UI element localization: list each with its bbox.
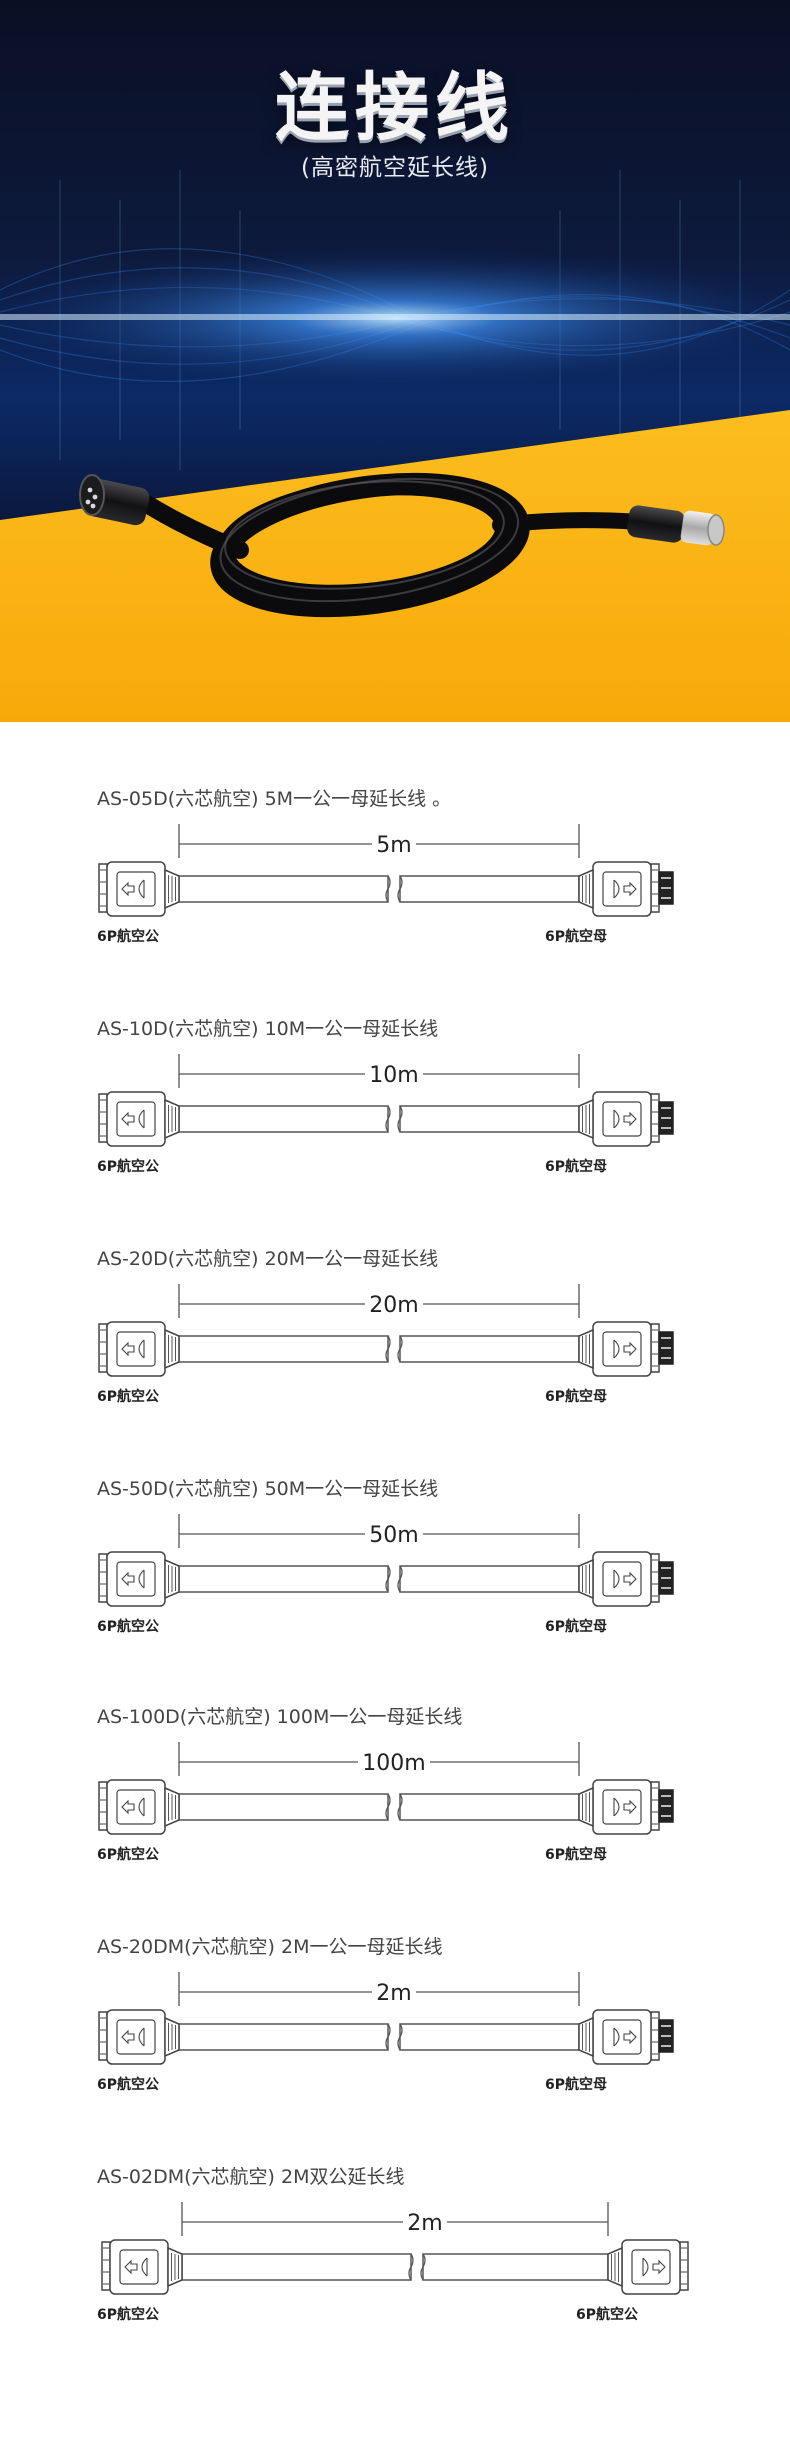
length-label: 2m [407, 2211, 442, 2236]
length-dimension: 20m [178, 1284, 580, 1318]
length-label: 20m [369, 1293, 418, 1318]
product-item: AS-100D(六芯航空) 100M一公一母延长线 100m 6P航空公 6P航… [0, 1702, 790, 1927]
length-dimension: 100m [178, 1742, 580, 1776]
length-label: 2m [376, 1981, 411, 2006]
length-label: 100m [362, 1751, 425, 1776]
left-connector-drawing [98, 1091, 180, 1147]
right-connector-label: 6P航空公 [576, 2307, 639, 2323]
left-connector-label: 6P航空公 [97, 1619, 160, 1635]
cable-diagram: 100m [98, 1742, 674, 1835]
right-connector-label: 6P航空母 [545, 1619, 608, 1635]
hero-background-art [0, 0, 790, 722]
length-label: 50m [369, 1523, 418, 1548]
right-connector-drawing [578, 1091, 674, 1147]
cable-diagram: 50m [98, 1514, 674, 1607]
left-connector-label: 6P航空公 [97, 929, 160, 945]
cable-body [178, 1335, 580, 1363]
right-connector-drawing [578, 1551, 674, 1607]
product-title: AS-100D(六芯航空) 100M一公一母延长线 [97, 1706, 463, 1728]
right-connector-label: 6P航空母 [545, 1847, 608, 1863]
cable-diagram: 5m [98, 824, 674, 917]
right-connector-label: 6P航空母 [545, 1389, 608, 1405]
length-dimension: 2m [181, 2202, 609, 2236]
product-item: AS-50D(六芯航空) 50M一公一母延长线 50m 6P航空公 6P航空母 [0, 1474, 790, 1699]
cable-diagram: 10m [98, 1054, 674, 1147]
right-connector-label: 6P航空母 [545, 1159, 608, 1175]
cable-body [178, 2023, 580, 2051]
left-connector-drawing [98, 1321, 180, 1377]
left-connector-label: 6P航空公 [97, 2077, 160, 2093]
product-item: AS-20DM(六芯航空) 2M一公一母延长线 2m 6P航空公 6P航空母 [0, 1932, 790, 2157]
cable-body [178, 1793, 580, 1821]
left-connector-drawing [98, 1779, 180, 1835]
length-dimension: 5m [178, 824, 580, 858]
product-title: AS-10D(六芯航空) 10M一公一母延长线 [97, 1018, 439, 1040]
cable-body [178, 875, 580, 903]
left-connector-drawing [101, 2239, 183, 2295]
product-item: AS-05D(六芯航空) 5M一公一母延长线 。 5m 6P航空公 6P航空母 [0, 784, 790, 1009]
left-connector-label: 6P航空公 [97, 1159, 160, 1175]
product-title: AS-02DM(六芯航空) 2M双公延长线 [97, 2166, 405, 2188]
left-connector-drawing [98, 2009, 180, 2065]
right-connector-label: 6P航空母 [545, 2077, 608, 2093]
product-title: AS-05D(六芯航空) 5M一公一母延长线 。 [97, 788, 452, 810]
right-connector-label: 6P航空母 [545, 929, 608, 945]
cable-diagram: 2m [101, 2202, 689, 2295]
product-item: AS-10D(六芯航空) 10M一公一母延长线 10m 6P航空公 6P航空母 [0, 1014, 790, 1239]
right-connector-drawing [578, 1779, 674, 1835]
cable-diagram: 20m [98, 1284, 674, 1377]
hero-title: 连接线 [275, 65, 515, 151]
product-item: AS-20D(六芯航空) 20M一公一母延长线 20m 6P航空公 6P航空母 [0, 1244, 790, 1469]
cable-body [178, 1105, 580, 1133]
left-connector-label: 6P航空公 [97, 1389, 160, 1405]
left-connector-drawing [98, 861, 180, 917]
cable-diagram: 2m [98, 1972, 674, 2065]
hero-banner: 连接线 (高密航空延长线) [0, 0, 790, 722]
cable-body [181, 2253, 609, 2281]
right-connector-drawing [578, 2009, 674, 2065]
product-title: AS-50D(六芯航空) 50M一公一母延长线 [97, 1478, 439, 1500]
product-title: AS-20DM(六芯航空) 2M一公一母延长线 [97, 1936, 443, 1958]
left-connector-label: 6P航空公 [97, 1847, 160, 1863]
length-dimension: 2m [178, 1972, 580, 2006]
length-label: 5m [376, 833, 411, 858]
right-connector-drawing [607, 2239, 689, 2295]
right-connector-drawing [578, 861, 674, 917]
length-dimension: 10m [178, 1054, 580, 1088]
left-connector-drawing [98, 1551, 180, 1607]
cable-body [178, 1565, 580, 1593]
right-connector-drawing [578, 1321, 674, 1377]
length-label: 10m [369, 1063, 418, 1088]
product-item: AS-02DM(六芯航空) 2M双公延长线 2m 6P航空公 6P航空公 [0, 2162, 790, 2387]
product-title: AS-20D(六芯航空) 20M一公一母延长线 [97, 1248, 439, 1270]
hero-subtitle: (高密航空延长线) [301, 155, 489, 181]
left-connector-label: 6P航空公 [97, 2307, 160, 2323]
length-dimension: 50m [178, 1514, 580, 1548]
